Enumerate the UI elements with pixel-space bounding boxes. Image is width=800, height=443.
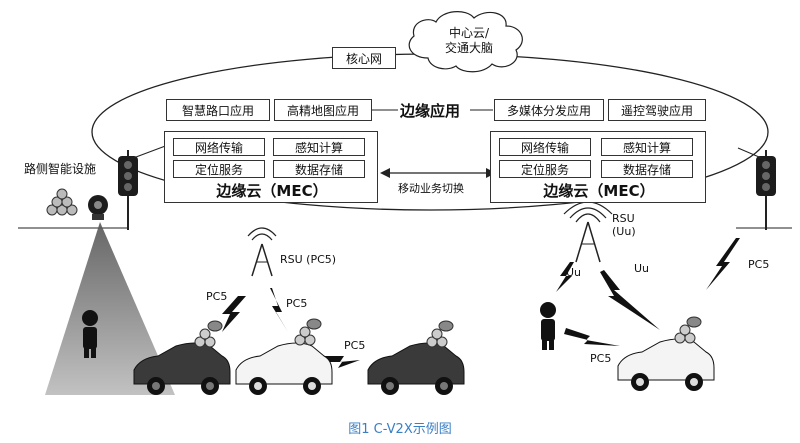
link-label-uu-1: Uu: [566, 266, 582, 279]
central-cloud-line1: 中心云/: [448, 26, 490, 40]
car-3-sensors: [426, 320, 454, 348]
left-mec-container: 网络传输 感知计算 定位服务 数据存储 边缘云（MEC）: [164, 131, 378, 203]
app-media-distribution: 多媒体分发应用: [494, 99, 604, 121]
car-2: [235, 342, 333, 395]
service-positioning: 定位服务: [173, 160, 265, 178]
right-mec-container: 网络传输 感知计算 定位服务 数据存储 边缘云（MEC）: [490, 131, 706, 203]
pedestrian-right: [540, 302, 556, 350]
service-network-transmission: 网络传输: [499, 138, 591, 156]
link-label-pc5-2: PC5: [286, 297, 308, 310]
service-positioning: 定位服务: [499, 160, 591, 178]
roadside-sensors: [46, 188, 78, 216]
pedestrian-left: [82, 310, 98, 358]
service-network-transmission: 网络传输: [173, 138, 265, 156]
car-1-sensors: [194, 320, 223, 348]
handover-arrow: [380, 168, 496, 178]
car-1: [133, 342, 231, 395]
roadside-camera: [88, 195, 108, 220]
link-label-pc5-1: PC5: [206, 290, 228, 303]
roadside-label: 路侧智能设施: [24, 162, 97, 176]
handover-label: 移动业务切换: [398, 182, 464, 195]
right-traffic-light: [737, 147, 776, 230]
edge-apps-label: 边缘应用: [400, 102, 461, 120]
service-perception-compute: 感知计算: [273, 138, 365, 156]
figure-caption: 图1 C-V2X示例图: [348, 422, 452, 437]
car-4-sensors: [674, 316, 702, 344]
rsu-right-line2: (Uu): [612, 225, 636, 238]
service-data-storage: 数据存储: [273, 160, 365, 178]
camera-cone: [45, 222, 175, 395]
car-4: [617, 338, 715, 391]
core-network-box: 核心网: [332, 47, 396, 69]
central-cloud-line2: 交通大脑: [444, 41, 493, 55]
link-label-pc5-4: PC5: [748, 258, 770, 271]
app-smart-intersection: 智慧路口应用: [166, 99, 270, 121]
left-traffic-light: [118, 144, 169, 230]
rsu-tower-right: [563, 201, 613, 263]
rsu-right-label: RSU (Uu): [612, 212, 636, 238]
link-label-pc5-5: PC5: [590, 352, 612, 365]
rsu-tower-left: [247, 227, 277, 277]
central-cloud-label: 中心云/ 交通大脑: [424, 26, 514, 56]
link-label-uu-2: Uu: [634, 262, 650, 275]
rsu-right-line1: RSU: [612, 212, 635, 225]
app-remote-driving: 遥控驾驶应用: [608, 99, 706, 121]
wireless-links: [222, 238, 740, 368]
right-mec-title: 边缘云（MEC）: [543, 182, 655, 200]
service-perception-compute: 感知计算: [601, 138, 693, 156]
left-mec-title: 边缘云（MEC）: [216, 182, 328, 200]
link-label-pc5-3: PC5: [344, 339, 366, 352]
service-data-storage: 数据存储: [601, 160, 693, 178]
car-2-sensors: [294, 318, 322, 346]
rsu-left-label: RSU (PC5): [280, 253, 337, 266]
car-3: [367, 342, 465, 395]
app-hd-map: 高精地图应用: [274, 99, 372, 121]
central-cloud-shape: [408, 11, 523, 73]
